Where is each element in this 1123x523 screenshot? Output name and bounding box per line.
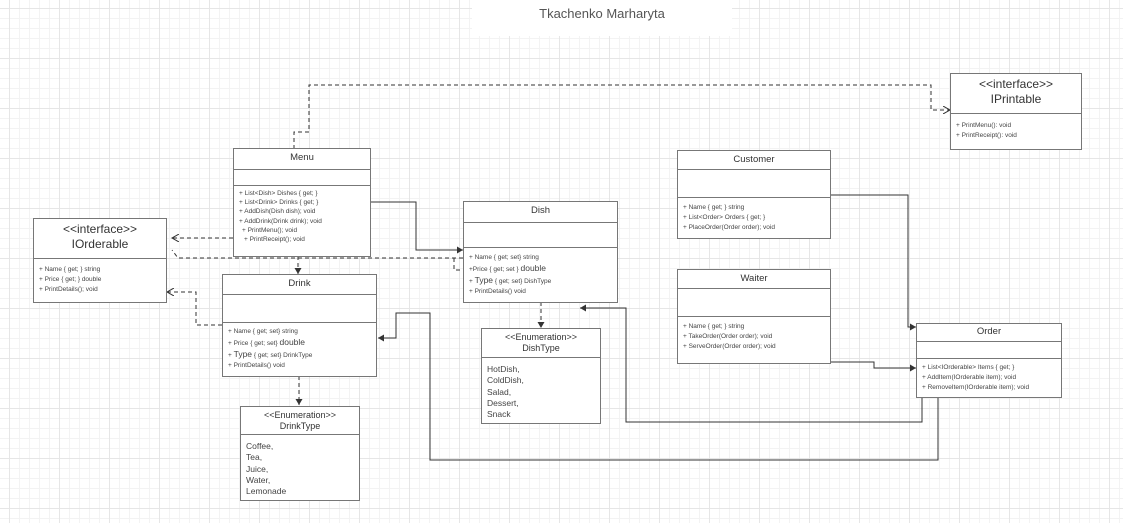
enum-value: HotDish,: [487, 364, 520, 374]
customer-member: + List<Order> Orders { get; }: [683, 214, 766, 221]
iorderable-stereotype: <<interface>>: [62, 222, 138, 236]
iorderable-member: + PrintDetails(); void: [39, 286, 98, 293]
iprintable-members: + PrintMenu(): void + PrintReceipt(): vo…: [951, 114, 1081, 145]
drink-class[interactable]: Drink + Name { get; set} string + Price …: [222, 274, 377, 377]
iprintable-member: + PrintReceipt(): void: [956, 132, 1017, 139]
menu-fields: [234, 170, 370, 186]
iorderable-member: + Name { get; } string: [39, 266, 101, 273]
dish-member: + PrintDetails() void: [469, 288, 526, 295]
drink-member: + PrintDetails() void: [228, 362, 285, 369]
enum-value: Lemonade: [246, 486, 287, 497]
menu-member: + PrintMenu(); void: [242, 226, 298, 234]
customer-header: Customer: [678, 151, 830, 170]
iorderable-interface[interactable]: <<interface>> IOrderable + Name { get; }…: [33, 218, 167, 303]
dish-member: + Name { get; set} string: [469, 254, 539, 261]
waiter-header: Waiter: [678, 270, 830, 289]
enum-value: ColdDish,: [487, 375, 524, 386]
enum-value: Snack: [487, 409, 511, 420]
menu-member: + List<Drink> Drinks { get; }: [239, 199, 319, 207]
drink-fields: [223, 295, 376, 323]
drinktype-values: Coffee, Tea, Juice, Water, Lemonade: [241, 435, 359, 503]
order-member: + List<IOrderable> Items { get; }: [922, 364, 1015, 371]
menu-members: + List<Dish> Dishes { get; } + List<Drin…: [234, 186, 370, 248]
link-order-dish: [580, 304, 923, 423]
waiter-member: + Name { get; } string: [683, 323, 745, 330]
iprintable-interface[interactable]: <<interface>> IPrintable + PrintMenu(): …: [950, 73, 1082, 150]
dishtype-enum[interactable]: <<Enumeration>> DishType HotDish, ColdDi…: [481, 328, 601, 424]
menu-member: + PrintReceipt(); void: [244, 236, 305, 244]
link-dish-iorderable: [171, 249, 463, 259]
order-fields: [917, 342, 1061, 359]
drink-header: Drink: [223, 275, 376, 295]
menu-member: + AddDish(Dish dish); void: [239, 208, 316, 216]
iprintable-header: <<interface>> IPrintable: [951, 74, 1081, 114]
drinktype-name: DrinkType: [279, 421, 321, 431]
drink-member: + Name { get; set} string: [228, 328, 298, 335]
dishtype-header: <<Enumeration>> DishType: [482, 329, 600, 358]
dish-member: + Type { get; set} DishType: [469, 275, 552, 285]
enum-value: Dessert,: [487, 397, 519, 408]
customer-member: + PlaceOrder(Order order); void: [683, 224, 775, 231]
page-title: Tkachenko Marharyta: [539, 6, 665, 21]
enum-value: Tea,: [246, 452, 263, 463]
link-menu-iprintable: [293, 84, 950, 149]
drinktype-stereotype: <<Enumeration>>: [263, 410, 337, 420]
waiter-class[interactable]: Waiter + Name { get; } string + TakeOrde…: [677, 269, 831, 364]
link-order-drink: [378, 312, 939, 461]
link-customer-order: [830, 194, 916, 331]
order-member: + AddItem(IOrderable item); void: [922, 374, 1017, 381]
order-class[interactable]: Order + List<IOrderable> Items { get; } …: [916, 323, 1062, 398]
drinktype-header: <<Enumeration>> DrinkType: [241, 407, 359, 435]
menu-member: + List<Dish> Dishes { get; }: [239, 190, 318, 197]
waiter-members: + Name { get; } string + TakeOrder(Order…: [678, 317, 830, 356]
order-header: Order: [917, 324, 1061, 342]
dish-header: Dish: [464, 202, 617, 223]
order-member: + RemoveItem(IOrderable item); void: [922, 384, 1030, 391]
enum-value: Coffee,: [246, 441, 274, 451]
iorderable-header: <<interface>> IOrderable: [34, 219, 166, 259]
dish-members: + Name { get; set} string +Price { get; …: [464, 248, 617, 301]
waiter-member: + ServeOrder(Order order); void: [683, 343, 776, 350]
link-waiter-order: [830, 361, 916, 372]
drink-members: + Name { get; set} string + Price { get;…: [223, 323, 376, 375]
iprintable-name: IPrintable: [990, 92, 1042, 106]
title-background: [472, 0, 732, 36]
enum-value: Water,: [246, 474, 271, 485]
dishtype-name: DishType: [522, 343, 560, 353]
iorderable-members: + Name { get; } string + Price { get; } …: [34, 259, 166, 299]
waiter-member: + TakeOrder(Order order); void: [683, 333, 773, 340]
enum-value: Juice,: [246, 463, 269, 474]
dishtype-values: HotDish, ColdDish, Salad, Dessert, Snack: [482, 358, 600, 426]
dish-fields: [464, 223, 617, 248]
order-members: + List<IOrderable> Items { get; } + AddI…: [917, 359, 1061, 397]
link-drink-iorderable: [167, 292, 222, 326]
menu-member: + AddDrink(Drink drink); void: [239, 217, 322, 225]
dish-member: +Price { get; set } double: [469, 263, 547, 273]
drink-member: + Type { get; set} DrinkType: [228, 349, 313, 359]
customer-member: + Name { get; } string: [683, 204, 745, 211]
customer-fields: [678, 170, 830, 198]
dishtype-stereotype: <<Enumeration>>: [504, 332, 578, 342]
enum-value: Salad,: [487, 386, 512, 397]
link-menu-dish: [370, 201, 463, 254]
menu-header: Menu: [234, 149, 370, 170]
iorderable-member: + Price { get; } double: [39, 276, 102, 283]
waiter-fields: [678, 289, 830, 317]
menu-class[interactable]: Menu + List<Dish> Dishes { get; } + List…: [233, 148, 371, 257]
customer-class[interactable]: Customer + Name { get; } string + List<O…: [677, 150, 831, 239]
drink-member: + Price { get; set} double: [228, 337, 306, 347]
dish-class[interactable]: Dish + Name { get; set} string +Price { …: [463, 201, 618, 303]
drinktype-enum[interactable]: <<Enumeration>> DrinkType Coffee, Tea, J…: [240, 406, 360, 501]
iprintable-stereotype: <<interface>>: [978, 77, 1054, 91]
iorderable-name: IOrderable: [71, 237, 129, 251]
link-dish-iorderable-tail: [453, 258, 463, 271]
iprintable-member: + PrintMenu(): void: [956, 122, 1012, 129]
customer-members: + Name { get; } string + List<Order> Ord…: [678, 198, 830, 237]
